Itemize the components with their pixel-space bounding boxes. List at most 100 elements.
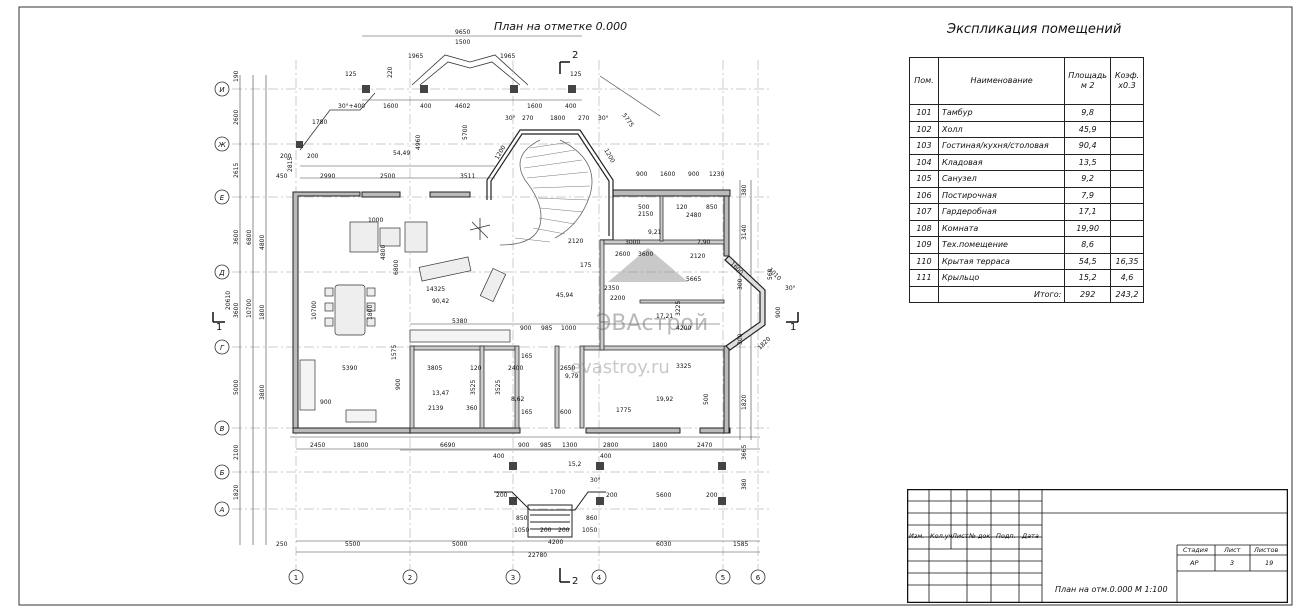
axis-row-i: И	[219, 86, 225, 94]
svg-text:1575: 1575	[391, 345, 398, 360]
svg-text:2100: 2100	[233, 445, 240, 460]
svg-text:30°: 30°	[505, 115, 516, 122]
header-name: Наименование	[937, 57, 1066, 105]
svg-text:900: 900	[320, 399, 332, 406]
explication-cell-num: 104	[909, 153, 939, 171]
svg-text:380: 380	[741, 184, 748, 196]
axis-row-g: Г	[220, 344, 225, 352]
svg-text:2350: 2350	[604, 285, 619, 292]
svg-text:30°+400: 30°+400	[338, 103, 365, 110]
svg-text:300: 300	[737, 278, 744, 290]
svg-text:860: 860	[586, 515, 598, 522]
svg-text:1800: 1800	[367, 305, 374, 320]
stamp-col-koluch: Кол.уч	[930, 532, 953, 540]
svg-text:9,21: 9,21	[648, 229, 662, 236]
svg-text:900: 900	[395, 378, 402, 390]
svg-text:5665: 5665	[686, 276, 701, 283]
watermark-line1: ЭВАстрой	[596, 311, 708, 336]
furniture	[299, 221, 511, 423]
svg-text:5500: 5500	[345, 541, 360, 548]
explication-cell-num: 105	[909, 170, 939, 188]
terrace-outline	[299, 54, 529, 151]
svg-text:1780: 1780	[312, 119, 327, 126]
header-area: Площадь м 2	[1064, 57, 1112, 105]
svg-text:3600: 3600	[638, 251, 653, 258]
axis-row-e: Е	[220, 194, 225, 202]
svg-text:2470: 2470	[697, 442, 712, 449]
svg-text:560: 560	[767, 268, 774, 280]
svg-text:2615: 2615	[233, 163, 240, 178]
explication-cell-area: 54,5	[1064, 252, 1112, 270]
title-block: Изм. Кол.уч Лист № док. Подп. Дата Стади…	[906, 488, 1289, 604]
dim-top-125a: 125	[345, 71, 357, 78]
svg-text:270: 270	[522, 115, 534, 122]
explication-table: Пом. Наименование Площадь м 2 Коэф. х0.3…	[909, 57, 1144, 303]
explication-cell-num: 108	[909, 219, 939, 237]
svg-text:4200: 4200	[548, 539, 563, 546]
svg-text:22780: 22780	[528, 552, 547, 559]
header-coef: Коэф. х0.3	[1110, 57, 1144, 105]
svg-text:2150: 2150	[638, 211, 653, 218]
section-mark-2-bottom: 2	[572, 576, 578, 587]
svg-text:1820: 1820	[233, 485, 240, 500]
section-mark-1-right: 1	[790, 322, 796, 333]
svg-text:5600: 5600	[656, 492, 671, 499]
svg-text:900: 900	[688, 171, 700, 178]
section-marks	[212, 61, 799, 583]
svg-text:5775: 5775	[620, 112, 635, 129]
explication-cell-coef	[1110, 219, 1144, 237]
svg-text:5390: 5390	[342, 365, 357, 372]
svg-text:4602: 4602	[455, 103, 470, 110]
svg-text:2139: 2139	[428, 405, 443, 412]
explication-cell-coef	[1110, 137, 1144, 155]
svg-text:600: 600	[560, 409, 572, 416]
svg-text:3325: 3325	[676, 363, 691, 370]
svg-text:120: 120	[676, 204, 688, 211]
svg-text:850: 850	[516, 515, 528, 522]
svg-text:4200: 4200	[676, 325, 691, 332]
interior-walls	[409, 195, 725, 429]
svg-text:8,62: 8,62	[511, 396, 525, 403]
svg-text:165: 165	[521, 409, 533, 416]
decor-plant	[469, 218, 491, 240]
explication-cell-area: 15,2	[1064, 269, 1112, 287]
explication-cell-area: 9,2	[1064, 170, 1112, 188]
svg-text:1000: 1000	[561, 325, 576, 332]
stamp-col-izm: Изм.	[909, 532, 925, 540]
explication-total-area: 292	[1064, 285, 1112, 303]
svg-text:19,92: 19,92	[656, 396, 673, 403]
svg-text:500: 500	[703, 393, 710, 405]
svg-text:900: 900	[520, 325, 532, 332]
svg-text:6690: 6690	[440, 442, 455, 449]
explication-cell-coef	[1110, 186, 1144, 204]
explication-cell-name: Постирочная	[937, 186, 1066, 204]
svg-text:3800: 3800	[259, 385, 266, 400]
svg-text:2120: 2120	[568, 238, 583, 245]
svg-text:200: 200	[606, 492, 618, 499]
svg-text:3525: 3525	[470, 380, 477, 395]
svg-text:450: 450	[276, 173, 288, 180]
dim-top-1965a: 1965	[408, 53, 423, 60]
stair-steps	[514, 141, 591, 243]
svg-text:400: 400	[565, 103, 577, 110]
svg-text:1800: 1800	[652, 442, 667, 449]
svg-text:2600: 2600	[233, 110, 240, 125]
svg-text:200: 200	[706, 492, 718, 499]
title-block-grid	[906, 488, 1289, 604]
svg-text:300: 300	[737, 333, 744, 345]
explication-total-label: Итого:	[937, 285, 1066, 303]
svg-text:1300: 1300	[562, 442, 577, 449]
explication-cell-name: Санузел	[937, 170, 1066, 188]
explication-cell-name: Тамбур	[937, 104, 1066, 122]
explication-total-empty	[909, 285, 939, 303]
svg-text:2500: 2500	[380, 173, 395, 180]
section-mark-2-top: 2	[572, 50, 578, 61]
